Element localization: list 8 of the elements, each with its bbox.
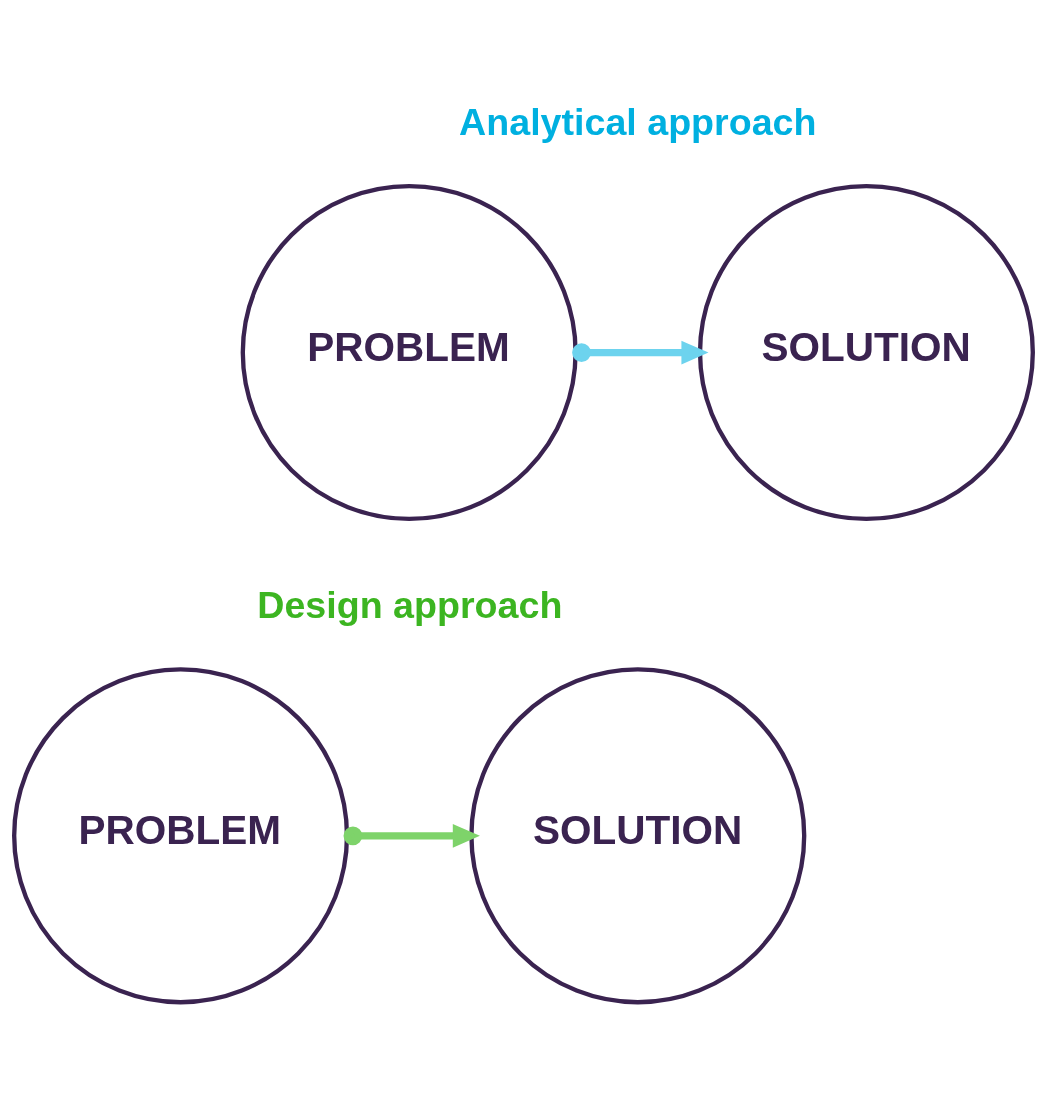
node-circle: SOLUTION bbox=[697, 184, 1035, 522]
arrow bbox=[572, 340, 709, 365]
node-circle: PROBLEM bbox=[240, 184, 578, 522]
label: Design approach bbox=[257, 584, 563, 627]
label: Analytical approach bbox=[459, 101, 817, 144]
node-circle: PROBLEM bbox=[12, 667, 350, 1005]
node-circle: SOLUTION bbox=[469, 667, 807, 1005]
arrow bbox=[343, 823, 480, 848]
